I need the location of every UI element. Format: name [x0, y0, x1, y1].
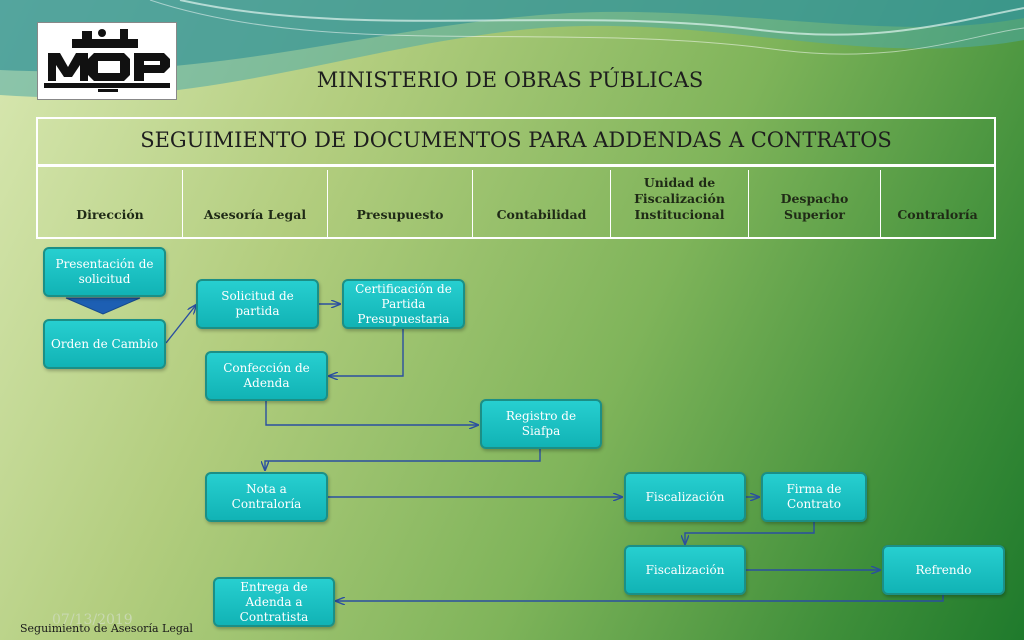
- node-label: Certificación de Partida Presupuestaria: [355, 281, 452, 326]
- node-label: Nota a Contraloría: [231, 482, 302, 511]
- node-confeccion-adenda: Confección de Adenda: [205, 351, 328, 401]
- header-swirl-decoration: [0, 0, 1024, 98]
- connector-registro-nota: [265, 449, 541, 470]
- mop-logo-icon: [44, 29, 170, 92]
- column-header-contraloria: Contraloría: [897, 207, 978, 222]
- footer-text: Seguimiento de Asesoría Legal: [20, 622, 193, 635]
- table-title: SEGUIMIENTO DE DOCUMENTOS PARA ADDENDAS …: [38, 119, 994, 167]
- node-label: Confección de Adenda: [223, 361, 310, 390]
- footer-date: 07/13/2019: [52, 612, 133, 628]
- column-header-direccion: Dirección: [38, 170, 183, 237]
- node-label: Refrendo: [915, 562, 972, 577]
- node-certificacion-partida: Certificación de Partida Presupuestaria: [342, 279, 465, 329]
- node-fiscalizacion-1: Fiscalización: [624, 472, 746, 522]
- node-label: Entrega de Adenda a Contratista: [239, 579, 309, 624]
- connector-firma-fiscalizacion: [685, 521, 815, 544]
- node-label: Registro de Siafpa: [505, 409, 577, 438]
- column-header-presupuesto: Presupuesto: [328, 170, 473, 237]
- node-nota-contraloria: Nota a Contraloría: [205, 472, 328, 522]
- connector-certificacion-confeccion: [329, 329, 404, 376]
- node-presentacion-solicitud: Presentación de solicitud: [43, 247, 166, 297]
- node-orden-cambio: Orden de Cambio: [43, 319, 166, 369]
- node-firma-contrato: Firma de Contrato: [761, 472, 867, 522]
- node-entrega-adenda: Entrega de Adenda a Contratista: [213, 577, 335, 627]
- column-header-asesoria-legal: Asesoría Legal: [183, 170, 328, 237]
- column-header-contabilidad: Contabilidad: [473, 170, 611, 237]
- mop-logo: [37, 22, 177, 100]
- column-headers: Dirección Asesoría Legal Presupuesto Con…: [38, 170, 994, 237]
- ministry-title: MINISTERIO DE OBRAS PÚBLICAS: [316, 68, 704, 92]
- connector-confeccion-registro: [265, 401, 478, 425]
- node-registro-siafpa: Registro de Siafpa: [480, 399, 602, 449]
- node-label: Presentación de solicitud: [55, 257, 154, 286]
- node-label: Solicitud de partida: [221, 289, 294, 318]
- node-fiscalizacion-2: Fiscalización: [624, 545, 746, 595]
- process-table: SEGUIMIENTO DE DOCUMENTOS PARA ADDENDAS …: [36, 117, 996, 239]
- column-header-despacho-superior: Despacho Superior: [749, 170, 881, 237]
- connector-orden-solicitud: [165, 305, 196, 344]
- connector-refrendo-entrega: [336, 595, 944, 601]
- block-arrow-down: [65, 297, 141, 315]
- node-solicitud-partida: Solicitud de partida: [196, 279, 319, 329]
- node-label: Orden de Cambio: [51, 336, 158, 351]
- node-label: Fiscalización: [645, 562, 725, 577]
- node-refrendo: Refrendo: [882, 545, 1005, 595]
- column-header-fiscalizacion: Unidad de Fiscalización Institucional: [611, 170, 749, 237]
- node-label: Firma de Contrato: [786, 482, 842, 511]
- node-label: Fiscalización: [645, 489, 725, 504]
